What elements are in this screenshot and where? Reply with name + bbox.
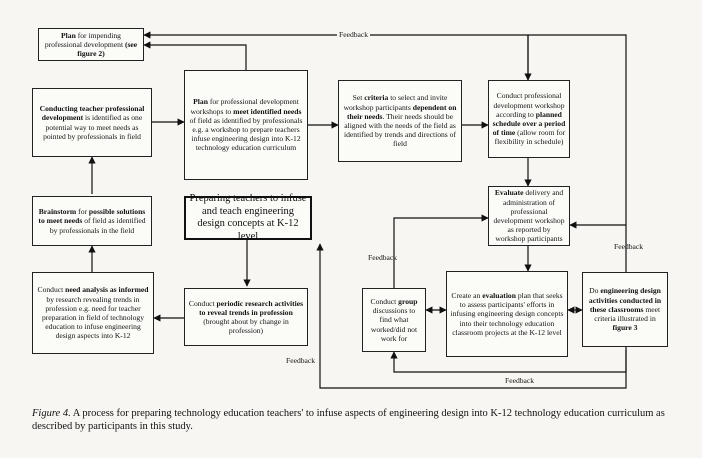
feedback-bottom-label: Feedback bbox=[505, 376, 535, 385]
feedback-right-line bbox=[528, 34, 627, 272]
figure-caption: Figure 4. A process for preparing techno… bbox=[32, 407, 672, 433]
research-box: Conduct periodic research activities to … bbox=[184, 288, 308, 346]
feedback-bottom-left-label: Feedback bbox=[286, 356, 316, 365]
brainstorm-box: Brainstorm for possible solutions to mee… bbox=[32, 196, 152, 246]
feedback-bottom-line bbox=[390, 351, 626, 373]
arrow-plan-to-planpd bbox=[143, 41, 247, 70]
feedback-left-label: Feedback bbox=[368, 253, 398, 262]
design-activities-box: Do engineering design activities conduct… bbox=[582, 272, 668, 347]
need-analysis-box: Conduct need analysis as informed by res… bbox=[32, 272, 154, 354]
conducting-box: Conducting teacher professional developm… bbox=[32, 88, 152, 157]
plan-pd-box: Plan for impending professional developm… bbox=[38, 28, 144, 61]
evaluate-box: Evaluate delivery and administration of … bbox=[488, 186, 570, 246]
plan-workshops-box: Plan for professional development worksh… bbox=[184, 70, 308, 180]
center-goal-box: Preparing teachers to infuse and teach e… bbox=[184, 193, 312, 242]
group-discussion-box: Conduct group discussions to find what w… bbox=[362, 288, 426, 352]
feedback-right-label: Feedback bbox=[614, 242, 644, 251]
feedback-left-line bbox=[393, 214, 489, 288]
conduct-workshop-box: Conduct professional development worksho… bbox=[488, 80, 570, 158]
criteria-box: Set criteria to select and invite worksh… bbox=[338, 80, 462, 162]
evaluation-plan-box: Create an evaluation plan that seeks to … bbox=[446, 271, 568, 357]
figure-number: Figure 4. bbox=[32, 408, 71, 419]
feedback-top-label: Feedback bbox=[337, 30, 371, 39]
caption-text: A process for preparing technology educa… bbox=[32, 408, 665, 432]
